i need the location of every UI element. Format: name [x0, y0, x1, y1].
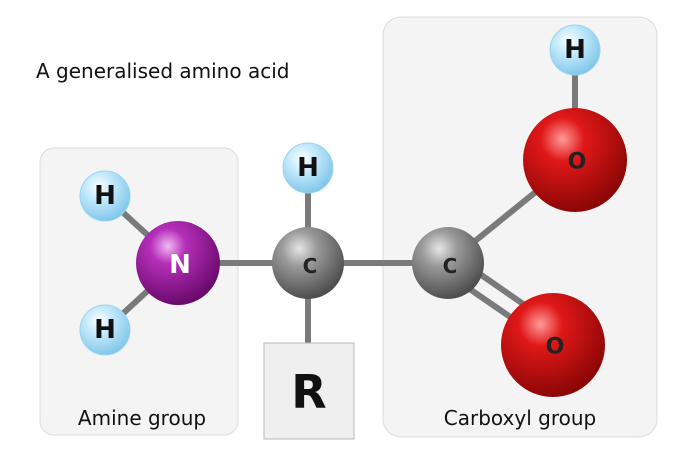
amine-group-label: Amine group: [78, 406, 206, 430]
atoms: H H N H C C H O: [79, 24, 627, 397]
carbonyl-oxygen-atom: O: [501, 293, 605, 397]
amine-group-box: [39, 147, 239, 436]
atom-label: C: [303, 254, 318, 278]
sphere-icon: [523, 108, 627, 212]
atom-label: O: [568, 150, 587, 175]
atom-label: H: [94, 315, 116, 345]
atom-label: H: [564, 35, 586, 65]
side-chain: R: [263, 342, 355, 440]
atom-label: O: [546, 335, 565, 360]
atom-label: H: [297, 153, 319, 183]
diagram-title: A generalised amino acid: [36, 59, 289, 83]
atom-label: C: [443, 254, 458, 278]
sphere-icon: [549, 24, 601, 76]
atom-label: N: [169, 250, 191, 280]
atom-label: H: [94, 181, 116, 211]
hydroxyl-oxygen-atom: O: [523, 108, 627, 212]
alpha-carbon-atom: C: [272, 227, 344, 299]
sphere-icon: [272, 227, 344, 299]
sphere-icon: [282, 142, 334, 194]
hydrogen-atom-amine-bottom: H: [79, 304, 131, 356]
sphere-icon: [79, 170, 131, 222]
carboxyl-carbon-atom: C: [412, 227, 484, 299]
nitrogen-atom: N: [136, 221, 220, 305]
sphere-icon: [501, 293, 605, 397]
hydrogen-atom-amine-top: H: [79, 170, 131, 222]
hydrogen-atom-alpha: H: [282, 142, 334, 194]
sphere-icon: [79, 304, 131, 356]
side-chain-box: [263, 342, 355, 440]
sphere-icon: [412, 227, 484, 299]
carboxyl-group-label: Carboxyl group: [444, 406, 596, 430]
side-chain-label: R: [291, 365, 326, 419]
hydroxyl-hydrogen-atom: H: [549, 24, 601, 76]
sphere-icon: [136, 221, 220, 305]
